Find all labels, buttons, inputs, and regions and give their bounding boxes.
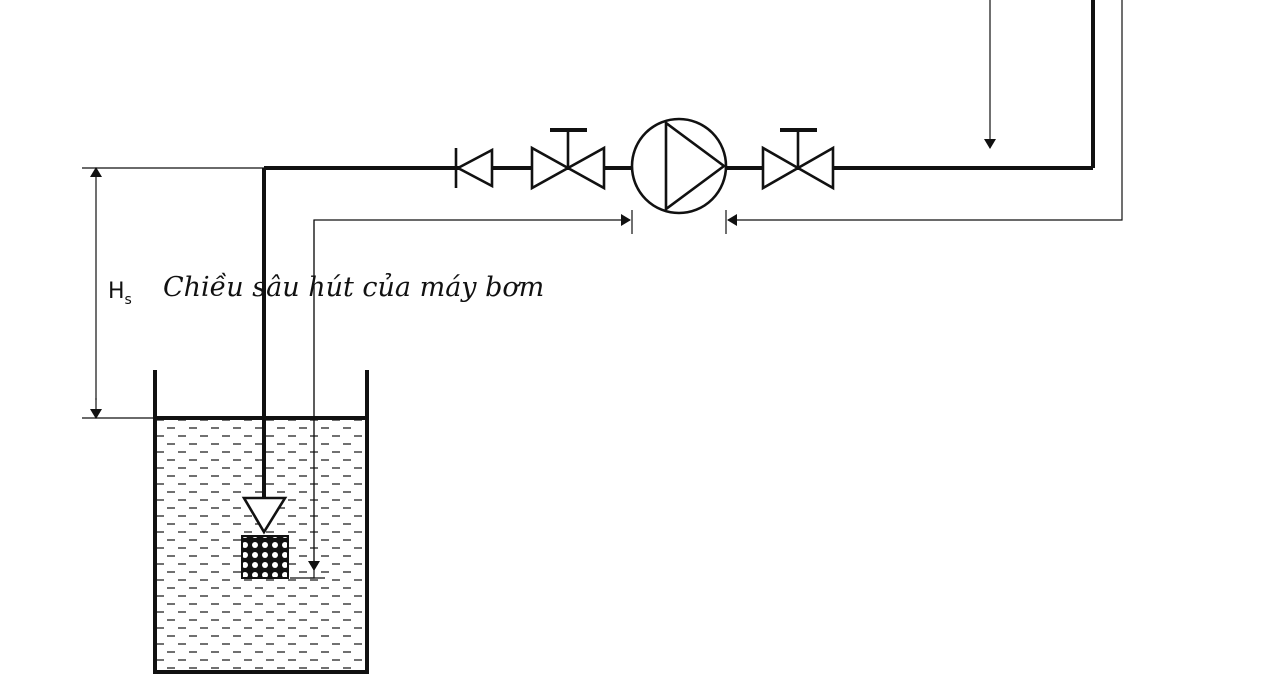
suction-dimension-line xyxy=(290,210,633,579)
suction-depth-label: Chiều sâu hút của máy bơm xyxy=(163,271,544,303)
gate-valve-discharge-icon xyxy=(761,128,835,191)
foot-valve-strainer xyxy=(241,168,289,579)
strainer-icon xyxy=(241,535,289,579)
discharge-dimension-line xyxy=(725,0,1123,234)
hs-label: Hs xyxy=(108,279,132,308)
pump-icon xyxy=(630,117,728,215)
hs-dimension xyxy=(82,167,264,419)
tank-walls xyxy=(153,370,369,674)
foot-valve-icon xyxy=(241,496,288,535)
gate-valve-suction-icon xyxy=(530,128,606,191)
check-valve-icon xyxy=(454,147,494,189)
